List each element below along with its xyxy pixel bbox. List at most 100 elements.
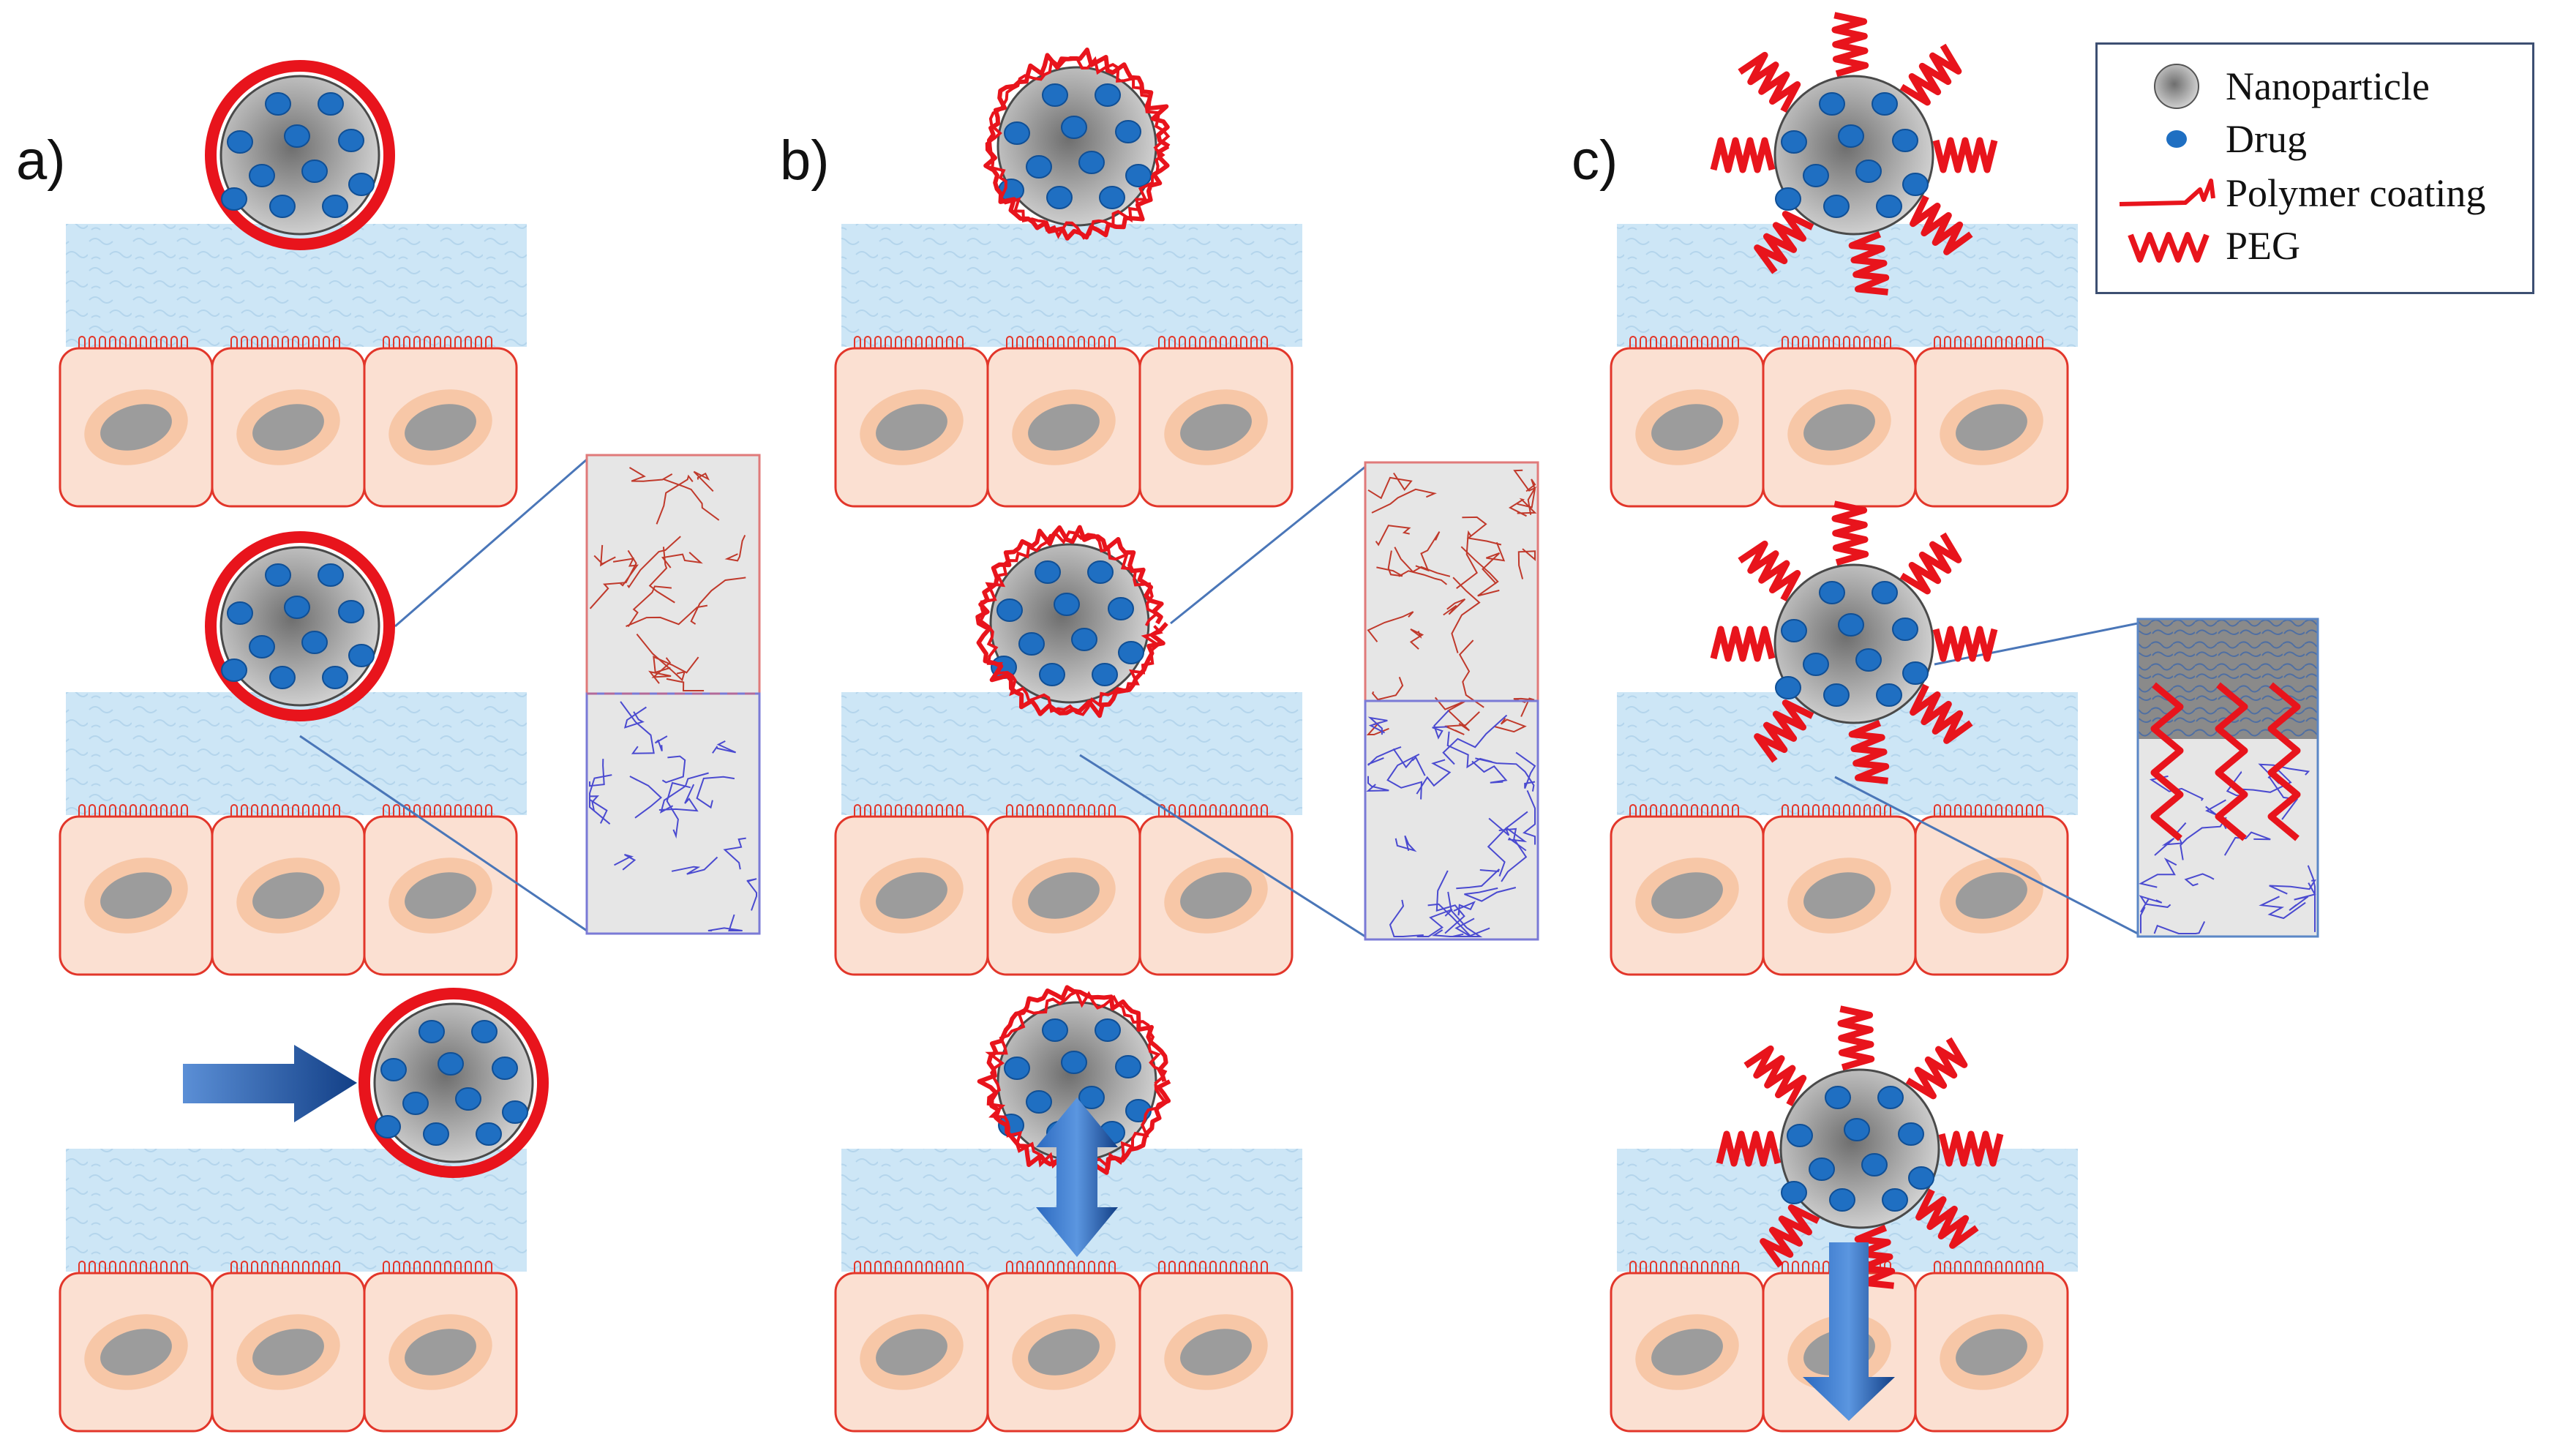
drug-molecule [1882, 1188, 1908, 1212]
drug-molecule [227, 130, 253, 154]
microvilli [1158, 1261, 1268, 1273]
polymer-chain [661, 755, 686, 784]
polymer-chain [746, 878, 757, 911]
arrow-bidirectional-shape [1036, 1097, 1118, 1257]
drug-molecule [301, 160, 328, 183]
drug-molecule [996, 598, 1023, 622]
polymer-chain [1446, 731, 1493, 769]
tissue-block [834, 224, 1302, 508]
drug-molecule [1844, 1118, 1870, 1141]
polymer-chain [636, 633, 686, 682]
peg-chain [1932, 137, 1998, 173]
drug-molecule [1775, 187, 1801, 211]
drug-molecule [1046, 186, 1073, 209]
drug-molecule [1071, 628, 1097, 651]
zoom-inset [1079, 461, 1539, 941]
drug-molecule [1026, 1090, 1052, 1114]
drug-molecule [1026, 155, 1052, 179]
nanoparticle-core [219, 75, 380, 236]
drug-molecule [1902, 173, 1929, 196]
polymer-coating [979, 530, 1163, 716]
drug-molecule [221, 658, 247, 682]
nanoparticle-coated [977, 985, 1171, 1181]
legend-label-drug: Drug [2226, 117, 2307, 161]
microvilli [383, 336, 492, 348]
polymer-chain [589, 795, 611, 825]
peg-chain [1848, 230, 1890, 296]
nanoparticle-coated [975, 525, 1168, 718]
drug-molecule [1125, 164, 1152, 187]
drug-molecule [455, 1087, 481, 1111]
zoom-inset [1834, 618, 2319, 938]
peg-chain [1743, 1045, 1807, 1107]
polymer-chain [1523, 790, 1536, 845]
polymer-chain [1453, 901, 1476, 916]
polymer-chain [1398, 570, 1448, 585]
zoom-line [1834, 776, 2139, 935]
tissue-block [834, 692, 1302, 976]
polymer-chain [2154, 822, 2187, 856]
microvilli [1629, 1261, 1739, 1273]
microvilli [1629, 804, 1739, 817]
nucleus [100, 872, 172, 919]
drug-molecule [1877, 1086, 1904, 1109]
polymer-chain [1367, 716, 1388, 735]
polymer-chain [1416, 909, 1453, 937]
nucleus [1956, 404, 2027, 451]
drug-icon [2166, 130, 2187, 148]
polymer-chain [1371, 677, 1404, 701]
peg-chain [2267, 682, 2301, 841]
panel-label-c: c) [1572, 130, 1618, 192]
microvilli [1782, 804, 1891, 817]
drug-molecule [380, 1058, 407, 1081]
mucus-layer [841, 224, 1302, 347]
polymer-chain [2139, 895, 2171, 908]
drug-molecule [438, 1052, 464, 1076]
nucleus [100, 404, 172, 451]
polymer-chain [1367, 746, 1402, 766]
drug-molecule [1876, 683, 1902, 707]
nanoparticle-red [205, 531, 395, 721]
drug-molecule [1803, 653, 1829, 676]
nucleus [1956, 1329, 2027, 1376]
nucleus [252, 404, 324, 451]
drug-molecule [1781, 619, 1807, 642]
polymer-coating-icon [2119, 179, 2215, 206]
nucleus [1803, 872, 1875, 919]
drug-molecule [338, 600, 364, 623]
drug-molecule [1838, 124, 1864, 148]
microvilli [1934, 804, 2043, 817]
polymer-chain [620, 701, 655, 754]
drug-molecule [1018, 632, 1045, 656]
nucleus [1956, 872, 2027, 919]
drug-molecule [318, 92, 344, 116]
drug-molecule [1042, 83, 1068, 107]
microvilli [383, 804, 492, 817]
legend-label-nanoparticle: Nanoparticle [2226, 64, 2430, 108]
polymer-chain [1371, 488, 1437, 514]
peg-chain [1760, 1204, 1820, 1268]
polymer-chain [648, 547, 675, 604]
drug-molecule [1872, 581, 1898, 604]
peg-chain [1854, 1224, 1896, 1289]
drug-molecule [301, 631, 328, 654]
polymer-chain [1443, 598, 1466, 616]
polymer-chain [2223, 831, 2271, 856]
polymer-chain [1456, 868, 1501, 890]
zoom-line [299, 735, 587, 932]
polymer-chain [658, 784, 699, 812]
nucleus [1028, 872, 1100, 919]
legend: Nanoparticle Drug Polymer coating PEG [2095, 42, 2534, 294]
drug-molecule [418, 1020, 445, 1043]
nanoparticle-core [373, 1002, 534, 1163]
drug-molecule [318, 563, 344, 587]
tissue-block [1610, 692, 2078, 976]
polymer-chain [1376, 550, 1403, 577]
zoom-line [1170, 465, 1366, 625]
drug-molecule [1004, 121, 1030, 145]
polymer-chain [1505, 811, 1528, 852]
peg-chain [1848, 719, 1890, 784]
drug-molecule [1078, 151, 1105, 174]
drug-molecule [249, 635, 275, 658]
